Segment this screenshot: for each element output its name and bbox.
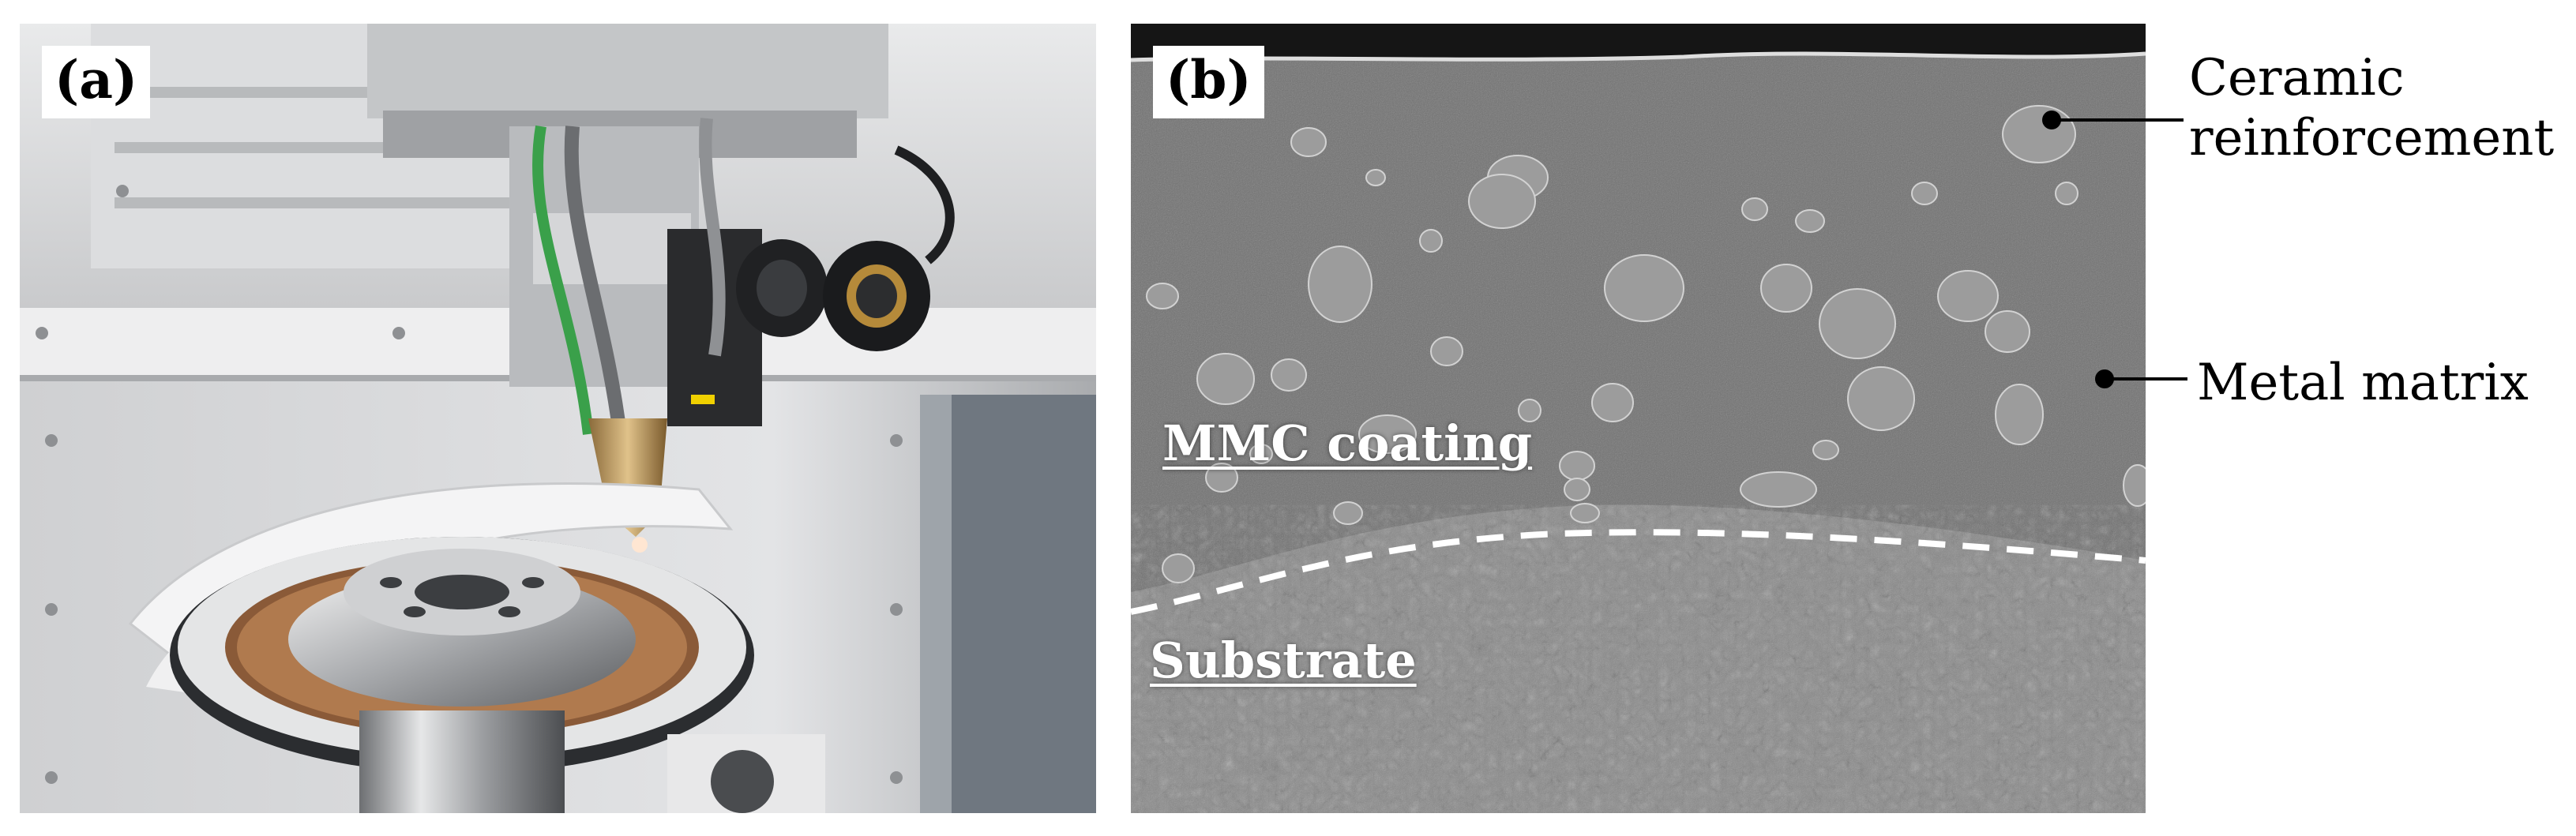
matrix-leader-dot: [2095, 369, 2114, 388]
panel-a-label: (a): [42, 46, 151, 118]
panel-b-label: (b): [1153, 46, 1264, 118]
substrate-label: Substrate: [1150, 632, 1417, 689]
ceramic-leader-dot: [2042, 111, 2061, 129]
ceramic-callout-line1: Ceramic: [2189, 49, 2405, 107]
photo-laser-cladding-machine: (a): [20, 24, 1096, 813]
ceramic-reinforcement-callout: Ceramic reinforcement: [2189, 49, 2554, 168]
coating-substrate-interface: [1131, 529, 2146, 615]
mmc-coating-label: MMC coating: [1162, 414, 1533, 472]
machine-illustration: [20, 24, 1096, 813]
ceramic-callout-line2: reinforcement: [2189, 108, 2555, 167]
sem-micrograph: MMC coating Substrate (b): [1131, 24, 2146, 813]
metal-matrix-callout: Metal matrix: [2197, 354, 2529, 412]
micrograph-illustration: [1131, 24, 2146, 813]
